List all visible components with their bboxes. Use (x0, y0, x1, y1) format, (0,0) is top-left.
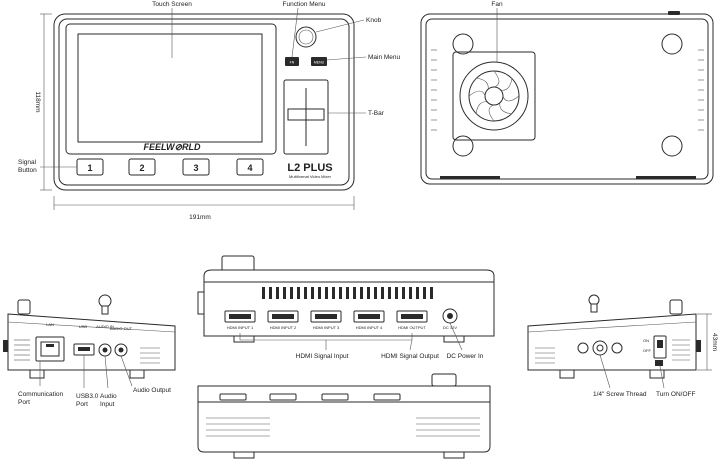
lan-port-text: LAN (46, 322, 54, 327)
depth-dimension: 43mm (711, 333, 718, 351)
device-front-edge (197, 385, 491, 453)
knob-label: Knob (366, 17, 382, 24)
fan-icon (459, 61, 529, 131)
back-left-vents (431, 49, 437, 131)
rear-panel-view: HDMI INPUT 1 HDMI INPUT 2 HDMI INPUT 3 H… (197, 255, 495, 360)
t-bar-label: T-Bar (368, 110, 385, 117)
audio-out-text: AUDIO OUT (110, 326, 133, 331)
lan-port (35, 336, 65, 362)
menu-button-label: MENU (314, 61, 325, 65)
fan-label: Fan (491, 1, 503, 8)
function-menu-button[interactable] (285, 57, 299, 66)
hdmi-input-2-text: HDMI INPUT 2 (270, 325, 297, 330)
hdmi-output-text: HDMI OUTPUT (398, 325, 426, 330)
width-dimension: 191mm (189, 214, 211, 221)
main-menu-button[interactable] (311, 57, 327, 66)
signal-button-4-label: 4 (247, 163, 252, 173)
device-back-body (420, 13, 714, 185)
function-menu-label: Function Menu (283, 1, 326, 8)
left-side-vent (140, 347, 160, 364)
switch-on-text: ON (643, 338, 649, 343)
usb-port-label-line2: Port (76, 401, 88, 408)
touch-screen[interactable] (77, 33, 263, 143)
rear-top-vents (262, 287, 433, 299)
hdmi-signal-input-label: HDMI Signal Input (296, 353, 349, 360)
front-view: 118mm FEELW⊘RLD 1 2 3 4 L2 PLUS Multifor… (18, 1, 401, 221)
back-right-vents (698, 49, 704, 131)
knob-side (98, 294, 112, 308)
audio-input-label-line2: Input (100, 401, 115, 408)
hdmi-signal-output-label: HDMI Signal Output (381, 353, 439, 360)
left-side-vent (14, 339, 30, 361)
screw-thread (592, 340, 608, 356)
fan-grille (452, 51, 536, 141)
communication-port-label-line2: Port (18, 399, 30, 406)
turn-on-off-label: Turn ON/OFF (656, 391, 696, 398)
device-left-side (7, 313, 176, 371)
model-subtitle: Multiformat Video Mixer (289, 174, 332, 179)
brand-logo: FEELW⊘RLD (143, 142, 201, 152)
left-side-view: LAN USB AUDIO IN AUDIO OUT Communication… (3, 294, 176, 408)
signal-button-4[interactable] (236, 158, 264, 176)
signal-button-2[interactable] (128, 158, 156, 176)
signal-button-2-label: 2 (139, 163, 144, 173)
t-bar-panel (283, 79, 329, 155)
usb-port-label-line1: USB3.0 (76, 393, 99, 400)
front-edge-vents (206, 417, 480, 437)
communication-port-label-line1: Communication (18, 391, 64, 398)
front-edge-view (197, 373, 491, 459)
audio-in-text: AUDIO IN (96, 324, 114, 329)
back-view: Fan (420, 1, 714, 185)
hdmi-input-3-text: HDMI INPUT 3 (313, 325, 340, 330)
usb-port-text: USB (79, 324, 88, 329)
model-name: L2 PLUS (287, 162, 332, 174)
audio-input-label-line1: Audio (100, 393, 117, 400)
dc-power-in-label: DC Power In (447, 353, 484, 360)
hdmi-input-1-text: HDMI INPUT 1 (227, 325, 254, 330)
signal-buttons: 1 2 3 4 (76, 158, 264, 176)
signal-button-1-label: 1 (87, 163, 92, 173)
screw-thread-label: 1/4" Screw Thread (593, 391, 647, 398)
screw-thread-icon (577, 342, 589, 354)
signal-button-3[interactable] (182, 158, 210, 176)
right-side-view: ON OFF 43mm 1/4" Screw Thread Turn ON/OF… (527, 294, 718, 398)
rubber-foot (661, 33, 683, 55)
height-dimension: 118mm (34, 91, 41, 112)
fn-button-label: FN (290, 61, 295, 65)
rubber-foot (452, 135, 474, 157)
signal-button-label-line1: Signal (18, 159, 37, 166)
switch-off-text: OFF (643, 348, 652, 353)
hdmi-input-4-text: HDMI INPUT 4 (356, 325, 383, 330)
t-bar-top (431, 373, 457, 387)
signal-button-label-line2: Button (18, 167, 37, 174)
main-menu-label: Main Menu (368, 54, 401, 61)
device-right-side (527, 313, 697, 371)
signal-button-3-label: 3 (193, 163, 198, 173)
audio-output-label: Audio Output (133, 387, 171, 394)
dc-12v-text: DC 12V (443, 325, 457, 330)
touch-screen-label: Touch Screen (152, 1, 192, 8)
right-side-vent (535, 339, 690, 364)
touch-screen-bezel (65, 23, 277, 155)
rubber-foot (452, 33, 474, 55)
rubber-foot (661, 135, 683, 157)
